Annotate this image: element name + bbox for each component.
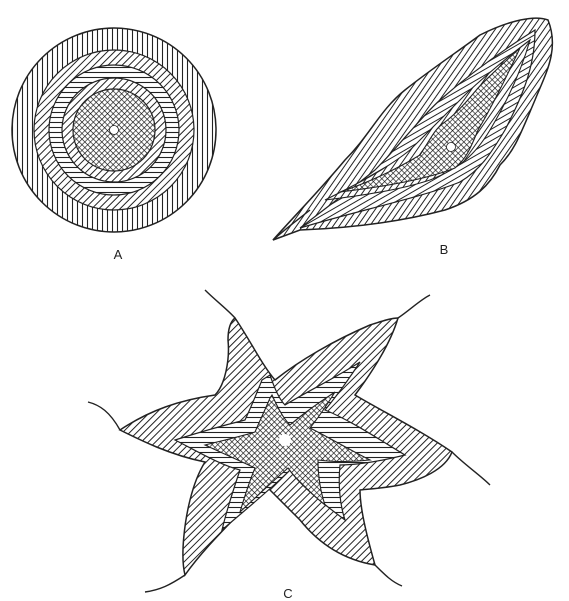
- tail-left: [88, 402, 120, 430]
- tail-top-right: [398, 295, 430, 318]
- panel-label-a: A: [114, 247, 123, 262]
- panel-b: B: [273, 18, 552, 257]
- panel-a: A: [12, 28, 216, 262]
- panel-label-c: C: [283, 586, 292, 601]
- tail-top-left: [205, 290, 235, 318]
- tail-bottom-left: [145, 575, 185, 592]
- tail-bottom-right: [375, 565, 402, 586]
- tail-right: [452, 452, 490, 485]
- center-dot: [447, 143, 456, 152]
- panel-c: C: [88, 290, 490, 601]
- center-dot: [110, 126, 119, 135]
- panel-label-b: B: [440, 242, 449, 257]
- center-dot: [279, 434, 291, 446]
